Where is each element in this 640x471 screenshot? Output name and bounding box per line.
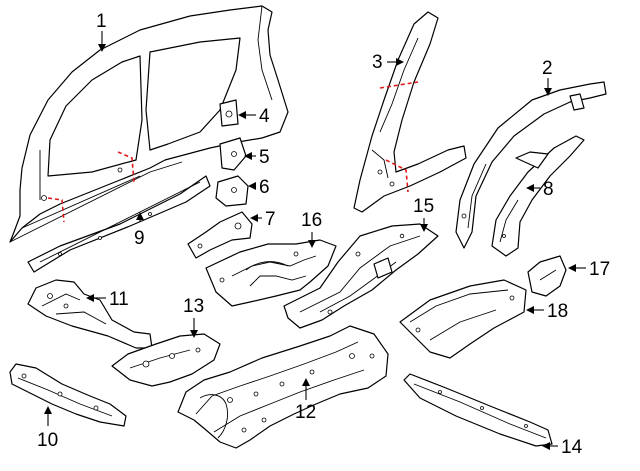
callout-12: 12 — [295, 402, 316, 423]
callout-labels: 1 2 3 4 5 6 7 8 9 10 11 12 13 14 15 16 1… — [37, 11, 610, 458]
callout-6: 6 — [259, 177, 270, 198]
callout-9: 9 — [134, 228, 145, 249]
part-5-bracket[interactable] — [219, 137, 247, 171]
part-17-bracket[interactable] — [527, 255, 567, 297]
callout-5: 5 — [259, 147, 270, 168]
callout-4: 4 — [259, 106, 270, 127]
part-9-rocker-panel[interactable] — [27, 175, 211, 273]
callout-7: 7 — [265, 209, 276, 230]
leader-lines — [44, 31, 586, 450]
part-15-floor-panel[interactable] — [283, 223, 439, 329]
callout-16: 16 — [301, 210, 322, 231]
callout-2: 2 — [542, 58, 553, 79]
callout-8: 8 — [543, 179, 554, 200]
callout-14: 14 — [561, 437, 583, 458]
part-13-floor-section[interactable] — [111, 333, 221, 387]
part-6-bracket[interactable] — [215, 175, 249, 207]
part-4-bracket[interactable] — [219, 99, 239, 127]
callout-1: 1 — [96, 11, 107, 32]
callout-15: 15 — [413, 196, 434, 217]
callout-10: 10 — [37, 430, 58, 451]
part-8-inner-pillar[interactable] — [491, 135, 585, 257]
part-1-side-panel[interactable] — [9, 5, 289, 243]
part-10-front-rail[interactable] — [9, 363, 127, 427]
callout-17: 17 — [589, 259, 610, 280]
callout-18: 18 — [547, 301, 568, 322]
part-14-rocker-reinforcement[interactable] — [403, 373, 553, 447]
part-18-floor-tray[interactable] — [399, 279, 527, 359]
part-7-bracket[interactable] — [187, 211, 253, 259]
part-3-pillar[interactable] — [353, 11, 467, 213]
part-11-wheelhouse-panel[interactable] — [27, 279, 153, 349]
callout-11: 11 — [109, 289, 129, 310]
callout-3: 3 — [372, 52, 383, 73]
callout-13: 13 — [183, 296, 204, 317]
part-16-floor-panel[interactable] — [205, 239, 337, 307]
part-2-roof-rail[interactable] — [455, 81, 607, 249]
part-12-rear-floor-assembly[interactable] — [177, 325, 389, 449]
